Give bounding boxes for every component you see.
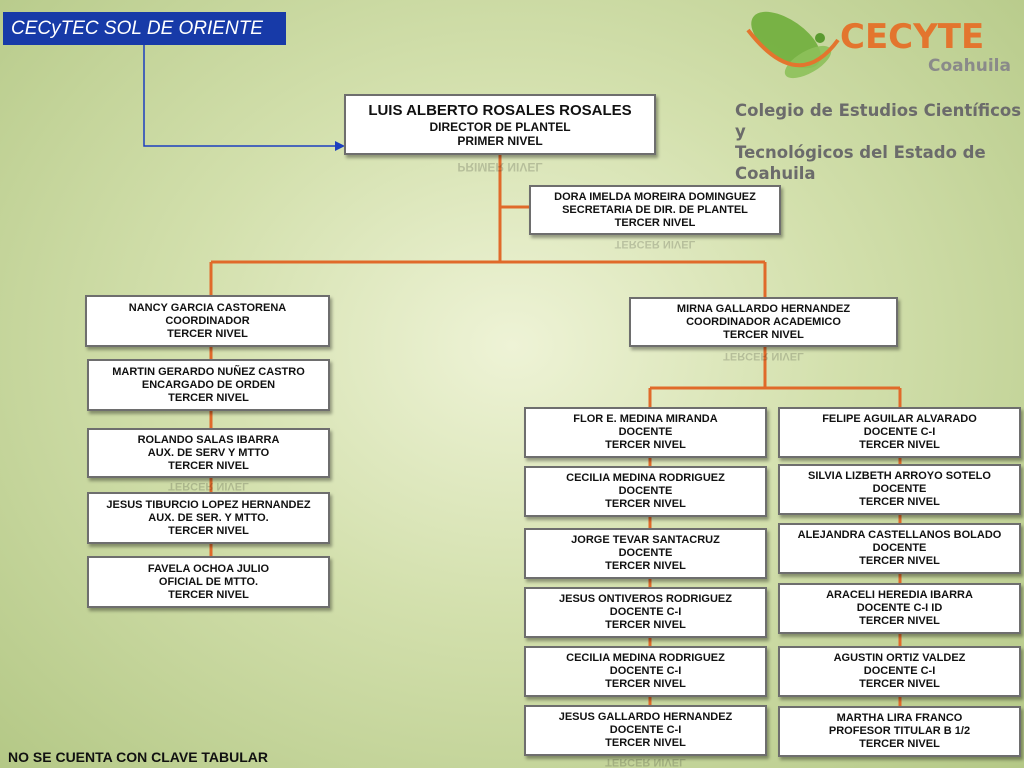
logo-region: Coahuila bbox=[928, 56, 1011, 76]
teacher-role: DOCENTE bbox=[618, 426, 673, 438]
director-level-reflection: PRIMER NIVEL bbox=[457, 160, 543, 174]
title-arrow-head bbox=[335, 141, 345, 151]
secretary-level-reflection: TERCER NIVEL bbox=[614, 238, 696, 250]
teacher-role: DOCENTE C-I bbox=[609, 665, 682, 677]
teacher-name: CECILIA MEDINA RODRIGUEZ bbox=[566, 472, 725, 484]
teacher-level: TERCER NIVEL bbox=[605, 619, 686, 631]
teacher-level: TERCER NIVEL bbox=[859, 615, 940, 627]
teacher-name: FELIPE AGUILAR ALVARADO bbox=[822, 413, 977, 425]
staff-name: MARTIN GERARDO NUÑEZ CASTRO bbox=[112, 365, 305, 378]
teacher-box: MARTHA LIRA FRANCO PROFESOR TITULAR B 1/… bbox=[778, 706, 1021, 757]
teacher-box: AGUSTIN ORTIZ VALDEZ DOCENTE C-I TERCER … bbox=[778, 646, 1021, 697]
logo-dot bbox=[815, 33, 825, 43]
teacher-name: CECILIA MEDINA RODRIGUEZ bbox=[566, 652, 725, 664]
teacher-name: MARTHA LIRA FRANCO bbox=[836, 712, 963, 724]
chart-title: CECyTEC SOL DE ORIENTE bbox=[3, 12, 286, 45]
academic-coordinator-level: TERCER NIVEL bbox=[723, 328, 804, 341]
director-role: DIRECTOR DE PLANTEL bbox=[429, 119, 571, 134]
teacher-name: JESUS GALLARDO HERNANDEZ bbox=[558, 711, 733, 723]
academic-coordinator-role: COORDINADOR ACADEMICO bbox=[686, 315, 841, 328]
staff-role: AUX. DE SERV Y MTTO bbox=[147, 446, 270, 459]
logo-caption-line2: Tecnológicos del Estado de Coahuila bbox=[735, 143, 986, 183]
teacher-role: DOCENTE bbox=[872, 542, 927, 554]
staff-box: MARTIN GERARDO NUÑEZ CASTRO ENCARGADO DE… bbox=[87, 359, 330, 411]
director-name: LUIS ALBERTO ROSALES ROSALES bbox=[368, 101, 632, 119]
teacher-role: DOCENTE C-I bbox=[863, 426, 936, 438]
secretary-name: DORA IMELDA MOREIRA DOMINGUEZ bbox=[554, 190, 756, 203]
logo-brand: CECYTE bbox=[840, 17, 984, 57]
teacher-role: DOCENTE bbox=[872, 483, 927, 495]
teacher-level: TERCER NIVEL bbox=[605, 560, 686, 572]
teacher-role: DOCENTE C-I bbox=[863, 665, 936, 677]
teacher-role: DOCENTE bbox=[618, 547, 673, 559]
director-box: LUIS ALBERTO ROSALES ROSALES DIRECTOR DE… bbox=[344, 94, 656, 155]
teacher-name: ALEJANDRA CASTELLANOS BOLADO bbox=[797, 529, 1002, 541]
teacher-level: TERCER NIVEL bbox=[605, 737, 686, 749]
logo-orbit bbox=[746, 28, 840, 67]
staff-role: ENCARGADO DE ORDEN bbox=[141, 378, 276, 391]
teacher-level: TERCER NIVEL bbox=[605, 678, 686, 690]
secretary-level: TERCER NIVEL bbox=[614, 216, 696, 229]
staff-role: COORDINADOR bbox=[165, 314, 250, 327]
staff-level: TERCER NIVEL bbox=[168, 459, 249, 472]
staff-name: JESUS TIBURCIO LOPEZ HERNANDEZ bbox=[106, 498, 311, 511]
staff-box: NANCY GARCIA CASTORENA COORDINADOR TERCE… bbox=[85, 295, 330, 347]
teacher-level-reflection: TERCER NIVEL bbox=[605, 758, 686, 768]
teacher-name: AGUSTIN ORTIZ VALDEZ bbox=[833, 652, 966, 664]
teacher-box: FELIPE AGUILAR ALVARADO DOCENTE C-I TERC… bbox=[778, 407, 1021, 458]
teacher-level: TERCER NIVEL bbox=[859, 678, 940, 690]
staff-level: TERCER NIVEL bbox=[167, 327, 248, 340]
teacher-role: DOCENTE C-I bbox=[609, 606, 682, 618]
staff-role: AUX. DE SER. Y MTTO. bbox=[148, 511, 269, 524]
staff-level: TERCER NIVEL bbox=[168, 524, 249, 537]
title-arrow-line bbox=[143, 45, 336, 147]
director-level: PRIMER NIVEL bbox=[457, 133, 543, 148]
teacher-level: TERCER NIVEL bbox=[859, 496, 940, 508]
teacher-level: TERCER NIVEL bbox=[859, 439, 940, 451]
staff-name: FAVELA OCHOA JULIO bbox=[147, 562, 270, 575]
teacher-level: TERCER NIVEL bbox=[605, 439, 686, 451]
staff-box: ROLANDO SALAS IBARRA AUX. DE SERV Y MTTO… bbox=[87, 428, 330, 478]
staff-name: NANCY GARCIA CASTORENA bbox=[128, 301, 287, 314]
teacher-name: JORGE TEVAR SANTACRUZ bbox=[571, 534, 720, 546]
teacher-box: JESUS ONTIVEROS RODRIGUEZ DOCENTE C-I TE… bbox=[524, 587, 767, 638]
teacher-name: ARACELI HEREDIA IBARRA bbox=[826, 589, 973, 601]
teacher-box: CECILIA MEDINA RODRIGUEZ DOCENTE C-I TER… bbox=[524, 646, 767, 697]
academic-coordinator-name: MIRNA GALLARDO HERNANDEZ bbox=[676, 302, 851, 315]
teacher-level: TERCER NIVEL bbox=[859, 555, 940, 567]
secretary-box: DORA IMELDA MOREIRA DOMINGUEZ SECRETARIA… bbox=[529, 185, 781, 235]
logo-caption: Colegio de Estudios Científicos y Tecnol… bbox=[735, 100, 1024, 184]
teacher-name: SILVIA LIZBETH ARROYO SOTELO bbox=[808, 470, 991, 482]
staff-level: TERCER NIVEL bbox=[168, 588, 249, 601]
staff-level: TERCER NIVEL bbox=[168, 391, 249, 404]
teacher-box: JORGE TEVAR SANTACRUZ DOCENTE TERCER NIV… bbox=[524, 528, 767, 579]
teacher-box: SILVIA LIZBETH ARROYO SOTELO DOCENTE TER… bbox=[778, 464, 1021, 515]
teacher-role: DOCENTE C-I bbox=[609, 724, 682, 736]
staff-box: FAVELA OCHOA JULIO OFICIAL DE MTTO. TERC… bbox=[87, 556, 330, 608]
academic-coordinator-box: MIRNA GALLARDO HERNANDEZ COORDINADOR ACA… bbox=[629, 297, 898, 347]
teacher-name: FLOR E. MEDINA MIRANDA bbox=[573, 413, 718, 425]
teacher-role: DOCENTE bbox=[618, 485, 673, 497]
teacher-box: ARACELI HEREDIA IBARRA DOCENTE C-I ID TE… bbox=[778, 583, 1021, 634]
secretary-role: SECRETARIA DE DIR. DE PLANTEL bbox=[562, 203, 748, 216]
teacher-box: ALEJANDRA CASTELLANOS BOLADO DOCENTE TER… bbox=[778, 523, 1021, 574]
teacher-box: FLOR E. MEDINA MIRANDA DOCENTE TERCER NI… bbox=[524, 407, 767, 458]
teacher-role: PROFESOR TITULAR B 1/2 bbox=[828, 725, 971, 737]
teacher-role: DOCENTE C-I ID bbox=[856, 602, 943, 614]
logo-caption-line1: Colegio de Estudios Científicos y bbox=[735, 101, 1022, 141]
staff-box: JESUS TIBURCIO LOPEZ HERNANDEZ AUX. DE S… bbox=[87, 492, 330, 544]
teacher-name: JESUS ONTIVEROS RODRIGUEZ bbox=[559, 593, 732, 605]
teacher-level: TERCER NIVEL bbox=[859, 738, 940, 750]
cecyte-logo: CECYTE Coahuila bbox=[746, 11, 1011, 79]
staff-level-reflection: TERCER NIVEL bbox=[168, 481, 249, 492]
teacher-box: CECILIA MEDINA RODRIGUEZ DOCENTE TERCER … bbox=[524, 466, 767, 517]
staff-role: OFICIAL DE MTTO. bbox=[158, 575, 259, 588]
footer-note: NO SE CUENTA CON CLAVE TABULAR bbox=[8, 749, 269, 765]
staff-name: ROLANDO SALAS IBARRA bbox=[137, 433, 280, 446]
teacher-box: JESUS GALLARDO HERNANDEZ DOCENTE C-I TER… bbox=[524, 705, 767, 756]
teacher-level: TERCER NIVEL bbox=[605, 498, 686, 510]
academic-coordinator-level-reflection: TERCER NIVEL bbox=[723, 350, 804, 362]
